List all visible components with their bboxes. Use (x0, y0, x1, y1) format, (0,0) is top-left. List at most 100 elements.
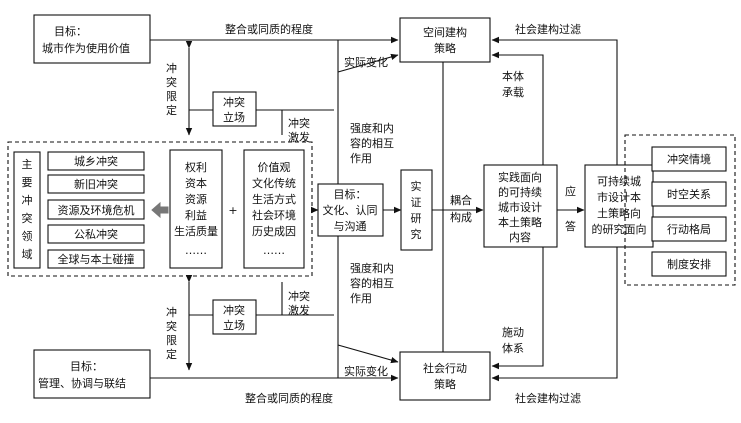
svg-text:激发: 激发 (288, 130, 310, 144)
values-box: 价值观 文化传统 生活方式 社会环境 历史成因 …… (243, 149, 305, 269)
svg-text:突: 突 (166, 319, 177, 333)
conflict-item: 新旧冲突 (74, 177, 118, 191)
svg-text:定: 定 (166, 347, 177, 361)
goal-top-line2: 城市作为使用价值 (42, 41, 130, 55)
stance-bottom-box: 冲突 立场 (212, 299, 257, 335)
svg-text:历史成因: 历史成因 (252, 225, 296, 238)
svg-text:空间建构: 空间建构 (423, 25, 467, 39)
goal-middle-box: 目标： 文化、认同 与沟通 (317, 183, 384, 237)
degree-bottom-label: 整合或同质的程度 (245, 391, 333, 405)
svg-text:冲突: 冲突 (223, 95, 245, 109)
svg-text:容的相互: 容的相互 (350, 276, 394, 290)
response-label: 应 答 (565, 184, 576, 233)
goal-bottom-line1: 目标： (70, 359, 103, 373)
svg-text:土策略向: 土策略向 (597, 206, 641, 220)
svg-text:权利: 权利 (185, 161, 207, 174)
goal-bottom-line2: 管理、协调与联结 (38, 376, 126, 390)
svg-text:激发: 激发 (288, 303, 310, 317)
right-item: 冲突情境 (667, 152, 711, 166)
filter-bottom-label: 社会建构过滤 (515, 391, 581, 405)
connectors (150, 36, 652, 382)
svg-text:答: 答 (565, 219, 576, 233)
trigger-top-label: 冲突 激发 (288, 116, 310, 144)
svg-text:体系: 体系 (502, 341, 524, 355)
domain-label-char: 要 (22, 176, 33, 189)
svg-text:内容: 内容 (509, 230, 531, 244)
plus-sign: + (228, 204, 237, 217)
svg-text:……: …… (263, 244, 285, 257)
change-bottom-label: 实际变化 (344, 364, 388, 378)
svg-text:耦合: 耦合 (450, 193, 472, 207)
space-strategy-box: 空间建构 策略 (399, 17, 491, 63)
svg-text:社会行动: 社会行动 (423, 361, 467, 375)
rights-box: 权利 资本 资源 利益 生活质量 …… (169, 149, 223, 269)
action-system-label: 施动 体系 (502, 326, 524, 355)
svg-text:立场: 立场 (223, 318, 245, 332)
svg-text:立场: 立场 (223, 110, 245, 124)
svg-text:强度和内: 强度和内 (350, 121, 394, 135)
svg-text:利益: 利益 (185, 208, 207, 222)
svg-text:限: 限 (166, 334, 177, 347)
svg-text:……: …… (185, 244, 207, 257)
conflict-item: 全球与本土碰撞 (58, 252, 135, 266)
svg-text:社会环境: 社会环境 (252, 208, 296, 222)
trigger-bottom-label: 冲突 激发 (288, 289, 310, 317)
conflict-item: 公私冲突 (74, 227, 118, 241)
svg-text:限: 限 (166, 90, 177, 103)
svg-text:定: 定 (166, 103, 177, 117)
interaction-bottom-label: 强度和内 容的相互 作用 (350, 261, 394, 305)
research-box: 可持续城 市设计本 土策略向 的研究面向 (584, 164, 654, 248)
limit-bottom-label: 冲 突 限 定 (166, 305, 177, 361)
svg-text:冲突: 冲突 (223, 303, 245, 317)
svg-text:与沟通: 与沟通 (334, 220, 367, 233)
svg-text:城市设计: 城市设计 (498, 200, 542, 214)
svg-text:强度和内: 强度和内 (350, 261, 394, 275)
svg-text:资源: 资源 (185, 192, 207, 206)
svg-text:实: 实 (411, 179, 422, 193)
svg-text:本体: 本体 (502, 69, 524, 83)
conflict-item: 城乡冲突 (74, 154, 118, 168)
domain-label-char: 领 (22, 230, 33, 243)
right-item: 时空关系 (667, 187, 711, 201)
svg-text:究: 究 (411, 227, 422, 241)
svg-text:目标：: 目标： (334, 187, 367, 201)
change-top-label: 实际变化 (344, 55, 388, 69)
svg-text:策略: 策略 (434, 41, 456, 55)
svg-text:文化传统: 文化传统 (252, 176, 296, 190)
svg-text:突: 突 (166, 75, 177, 89)
svg-text:作用: 作用 (350, 292, 372, 305)
svg-text:可持续城: 可持续城 (597, 174, 641, 188)
svg-text:冲突: 冲突 (288, 116, 310, 130)
svg-text:冲: 冲 (166, 305, 177, 319)
filter-top-label: 社会建构过滤 (515, 22, 581, 36)
degree-top-label: 整合或同质的程度 (225, 22, 313, 36)
right-item: 行动格局 (667, 222, 711, 236)
domain-label-char: 冲 (22, 193, 33, 207)
svg-text:证: 证 (411, 196, 422, 209)
svg-text:作用: 作用 (350, 152, 372, 165)
social-strategy-box: 社会行动 策略 (399, 351, 491, 401)
empirical-box: 实 证 研 究 (400, 169, 433, 251)
svg-text:生活方式: 生活方式 (252, 192, 296, 206)
svg-text:构成: 构成 (450, 210, 472, 224)
svg-text:施动: 施动 (502, 326, 524, 339)
svg-text:的可持续: 的可持续 (498, 185, 542, 199)
conflict-list: 城乡冲突 新旧冲突 资源及环境危机 公私冲突 全球与本土碰撞 (47, 151, 145, 269)
conflict-item: 资源及环境危机 (58, 203, 135, 217)
goal-top-box: 目标： 城市作为使用价值 (33, 14, 151, 64)
svg-text:生活质量: 生活质量 (174, 224, 218, 238)
conflict-region (7, 141, 313, 277)
svg-text:冲: 冲 (166, 61, 177, 75)
domain-label-char: 域 (22, 248, 33, 261)
right-item-region (624, 134, 736, 286)
goal-bottom-box: 目标： 管理、协调与联结 (33, 349, 151, 399)
svg-text:研: 研 (411, 212, 422, 225)
svg-text:价值观: 价值观 (258, 161, 291, 174)
practice-box: 实践面向 的可持续 城市设计 本土策略 内容 (483, 164, 558, 248)
svg-text:容的相互: 容的相互 (350, 136, 394, 150)
coupling-label: 耦合 构成 (450, 193, 472, 224)
right-item-list: 冲突情境 时空关系 行动格局 制度安排 (651, 146, 727, 277)
svg-text:的研究面向: 的研究面向 (592, 222, 647, 236)
